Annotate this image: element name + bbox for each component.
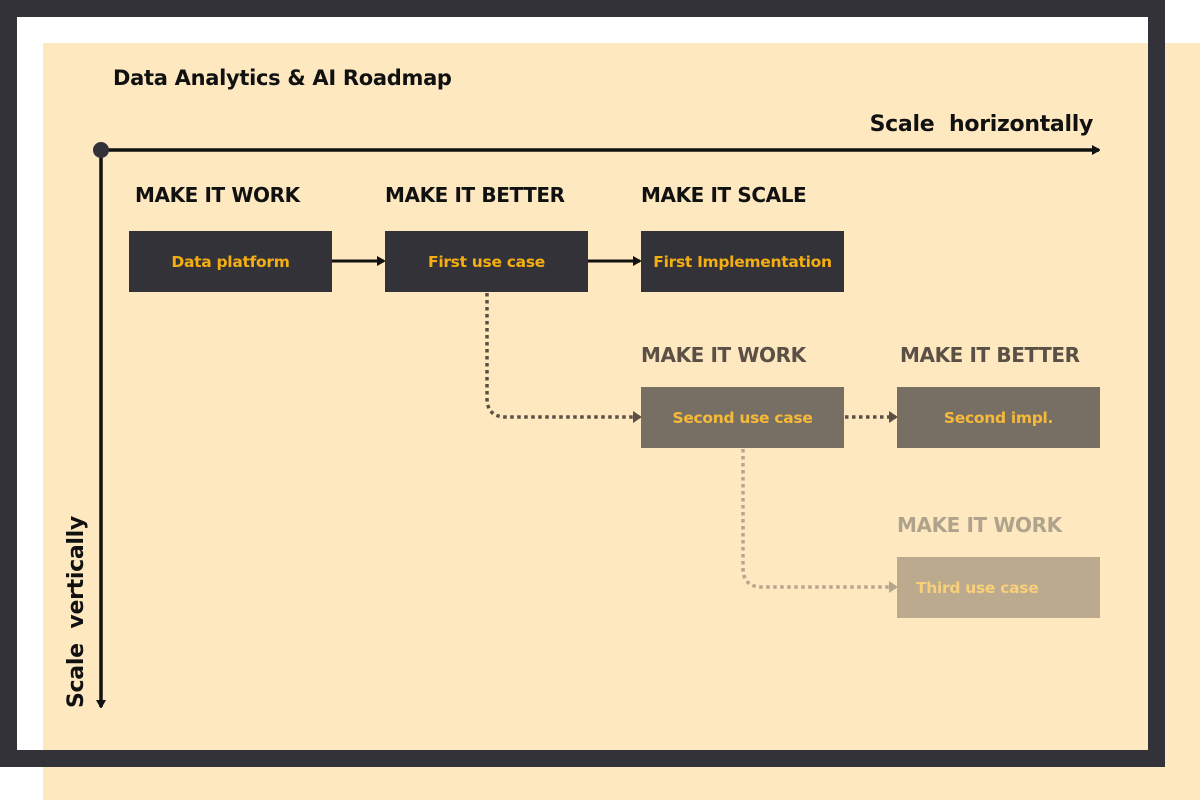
box-first-use-case: First use case [385,231,588,292]
outer-frame [0,0,1165,767]
stage-label-make-it-better-2: MAKE IT BETTER [900,343,1080,367]
box-data-platform: Data platform [129,231,332,292]
stage-label-make-it-work: MAKE IT WORK [135,183,300,207]
dotted-arrow-second-use-case-to-third-use-case [741,449,896,587]
box-first-implementation: First Implementation [641,231,844,292]
dotted-arrow-first-use-case-to-second-use-case [485,293,640,417]
box-second-impl: Second impl. [897,387,1100,448]
stage-label-make-it-work-2: MAKE IT WORK [641,343,806,367]
stage-label-make-it-scale: MAKE IT SCALE [641,183,807,207]
axis-origin-dot [93,142,109,158]
page-title: Data Analytics & AI Roadmap [113,66,452,90]
box-second-use-case: Second use case [641,387,844,448]
stage-label-make-it-work-3: MAKE IT WORK [897,513,1062,537]
stage-label-make-it-better: MAKE IT BETTER [385,183,565,207]
horizontal-axis-label: Scale horizontally [869,112,1094,137]
box-third-use-case: Third use case [897,557,1100,618]
vertical-axis-label: Scale vertically [64,516,89,708]
